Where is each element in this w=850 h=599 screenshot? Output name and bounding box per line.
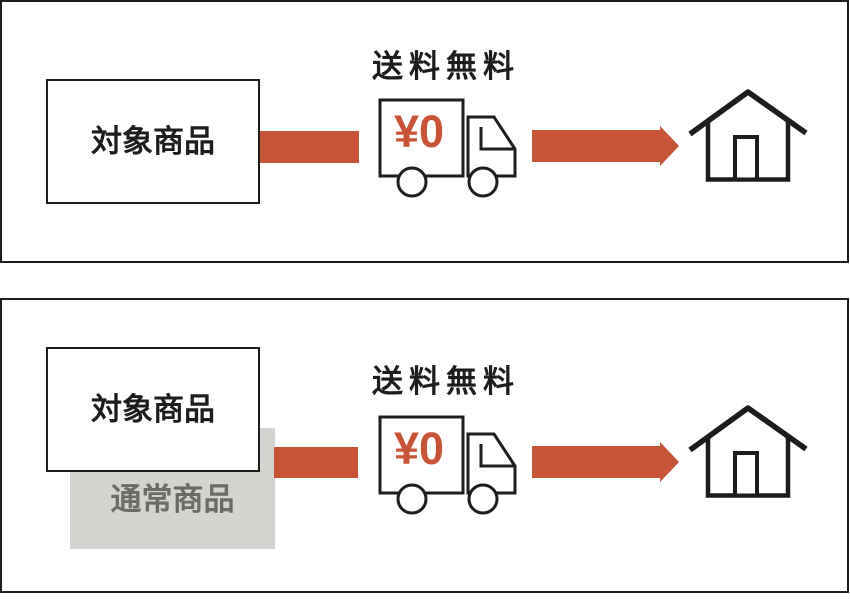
right-arrow-icon xyxy=(532,442,679,482)
truck-rear-wheel xyxy=(396,483,428,515)
free-shipping-label: 送料無料 xyxy=(372,49,520,84)
house-icon xyxy=(688,89,808,182)
delivery-truck-icon: ¥0 xyxy=(378,98,517,198)
delivery-truck-icon: ¥0 xyxy=(378,415,517,515)
eligible-product-label: 対象商品 xyxy=(91,392,215,427)
eligible-product-label: 対象商品 xyxy=(91,124,215,159)
truck-cab xyxy=(466,115,517,178)
free-shipping-diagram-panel-top: 対象商品 送料無料 ¥0 xyxy=(0,0,849,263)
truck-price-zero: ¥0 xyxy=(394,106,444,157)
truck-window xyxy=(479,127,514,151)
free-shipping-label: 送料無料 xyxy=(372,364,520,399)
house-icon xyxy=(688,405,808,498)
house-roof xyxy=(688,89,808,137)
truck-cab xyxy=(466,432,517,495)
free-shipping-diagram-panel-bottom: 通常商品 対象商品 送料無料 ¥0 xyxy=(0,298,849,593)
flow-connector-bar xyxy=(260,131,359,163)
eligible-product-box: 対象商品 xyxy=(46,347,260,472)
regular-product-label: 通常商品 xyxy=(110,482,235,517)
arrow-shape xyxy=(532,442,679,482)
truck-price-zero: ¥0 xyxy=(394,423,444,474)
arrow-shape xyxy=(532,126,679,166)
flow-connector-bar xyxy=(274,447,358,478)
house-door xyxy=(733,451,759,498)
house-door xyxy=(733,135,759,182)
eligible-product-box: 対象商品 xyxy=(46,79,260,204)
truck-rear-wheel xyxy=(396,166,428,198)
truck-front-wheel xyxy=(467,483,499,515)
house-roof xyxy=(688,405,808,453)
truck-front-wheel xyxy=(467,166,499,198)
right-arrow-icon xyxy=(532,126,679,166)
truck-window xyxy=(479,444,514,468)
